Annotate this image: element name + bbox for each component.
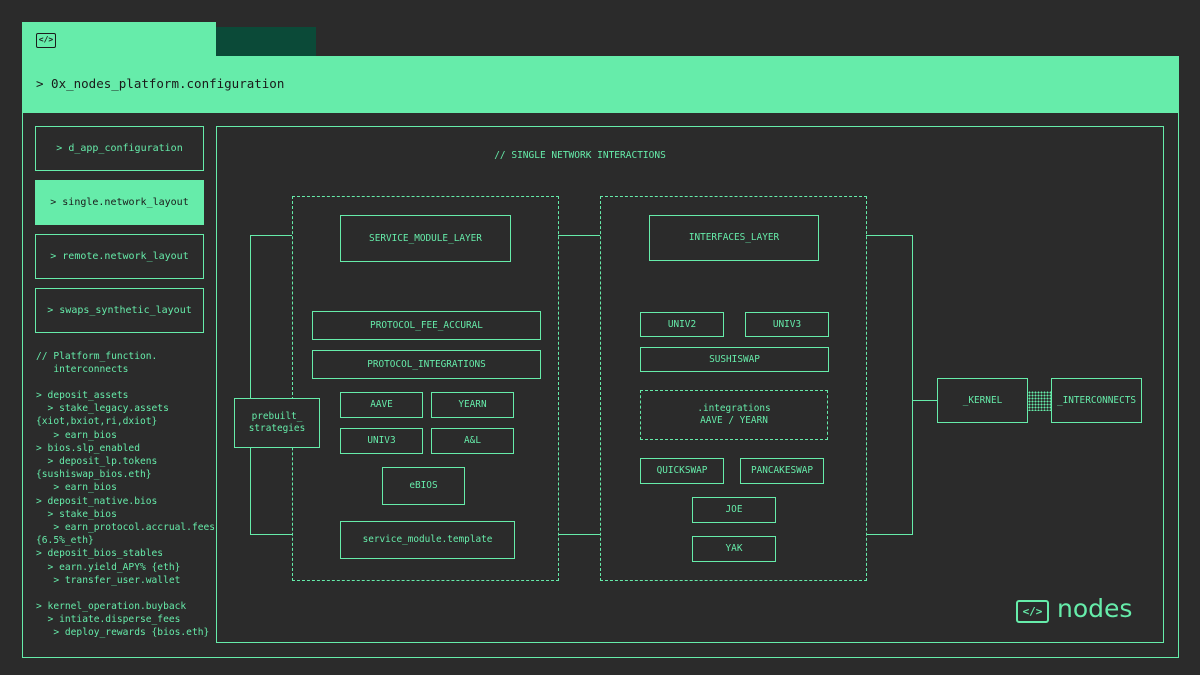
sidebar-flow-kernel: > kernel_operation.buyback > intiate.dis… [36, 601, 210, 639]
connector-left-vertical [250, 235, 251, 534]
ebios-box: eBIOS [382, 467, 465, 505]
service-module-container [292, 196, 559, 581]
connector-right-top [866, 235, 913, 236]
connector-to-kernel [912, 400, 937, 401]
diagram-panel [216, 126, 1164, 643]
quickswap-box: QUICKSWAP [640, 458, 724, 484]
nav-d-app-configuration[interactable]: > d_app_configuration [35, 126, 204, 171]
pancakeswap-box: PANCAKESWAP [740, 458, 824, 484]
tab-inactive[interactable] [216, 27, 316, 56]
prebuilt-strategies-box: prebuilt_ strategies [234, 398, 320, 448]
yak-box: YAK [692, 536, 776, 562]
yearn-box: YEARN [431, 392, 514, 418]
joe-box: JOE [692, 497, 776, 523]
al-box: A&L [431, 428, 514, 454]
nav-label: > d_app_configuration [56, 143, 183, 154]
nav-swaps-synthetic-layout[interactable]: > swaps_synthetic_layout [35, 288, 204, 333]
code-icon: </> [36, 33, 56, 48]
content-frame [22, 112, 1179, 658]
protocol-integrations-box: PROTOCOL_INTEGRATIONS [312, 350, 541, 379]
univ3-interface-box: UNIV3 [745, 312, 829, 337]
link-dots [1028, 391, 1051, 411]
nav-label: > remote.network_layout [50, 251, 189, 262]
interfaces-container [600, 196, 867, 581]
nav-remote-network-layout[interactable]: > remote.network_layout [35, 234, 204, 279]
sidebar-comment: // Platform_function. interconnects [36, 351, 158, 376]
page-title: > 0x_nodes_platform.configuration [22, 56, 1179, 112]
connector-mid-bottom [558, 534, 600, 535]
nav-single-network-layout[interactable]: > single.network_layout [35, 180, 204, 225]
protocol-fee-accural-box: PROTOCOL_FEE_ACCURAL [312, 311, 541, 340]
aave-box: AAVE [340, 392, 423, 418]
connector-mid-top [558, 235, 600, 236]
service-module-template-box: service_module.template [340, 521, 515, 559]
kernel-box: _KERNEL [937, 378, 1028, 423]
univ2-box: UNIV2 [640, 312, 724, 337]
service-module-layer-box: SERVICE_MODULE_LAYER [340, 215, 511, 262]
connector-right-bottom [866, 534, 913, 535]
interfaces-layer-box: INTERFACES_LAYER [649, 215, 819, 261]
code-brackets-icon: </> [1016, 600, 1049, 623]
nav-label: > single.network_layout [50, 197, 189, 208]
interconnects-box: _INTERCONNECTS [1051, 378, 1142, 423]
diagram-caption: // SINGLE NETWORK INTERACTIONS [494, 150, 666, 161]
brand-logo-text: nodes [1057, 594, 1133, 623]
nav-label: > swaps_synthetic_layout [47, 305, 192, 316]
univ3-service-box: UNIV3 [340, 428, 423, 454]
sidebar-flow-deposits: > deposit_assets > stake_legacy.assets {… [36, 390, 216, 586]
connector-left-bottom [250, 534, 292, 535]
connector-right-vertical [912, 235, 913, 535]
sushiswap-box: SUSHISWAP [640, 347, 829, 372]
connector-left-top [250, 235, 292, 236]
integrations-aave-yearn-box: .integrations AAVE / YEARN [640, 390, 828, 440]
tab-active[interactable] [22, 22, 216, 56]
